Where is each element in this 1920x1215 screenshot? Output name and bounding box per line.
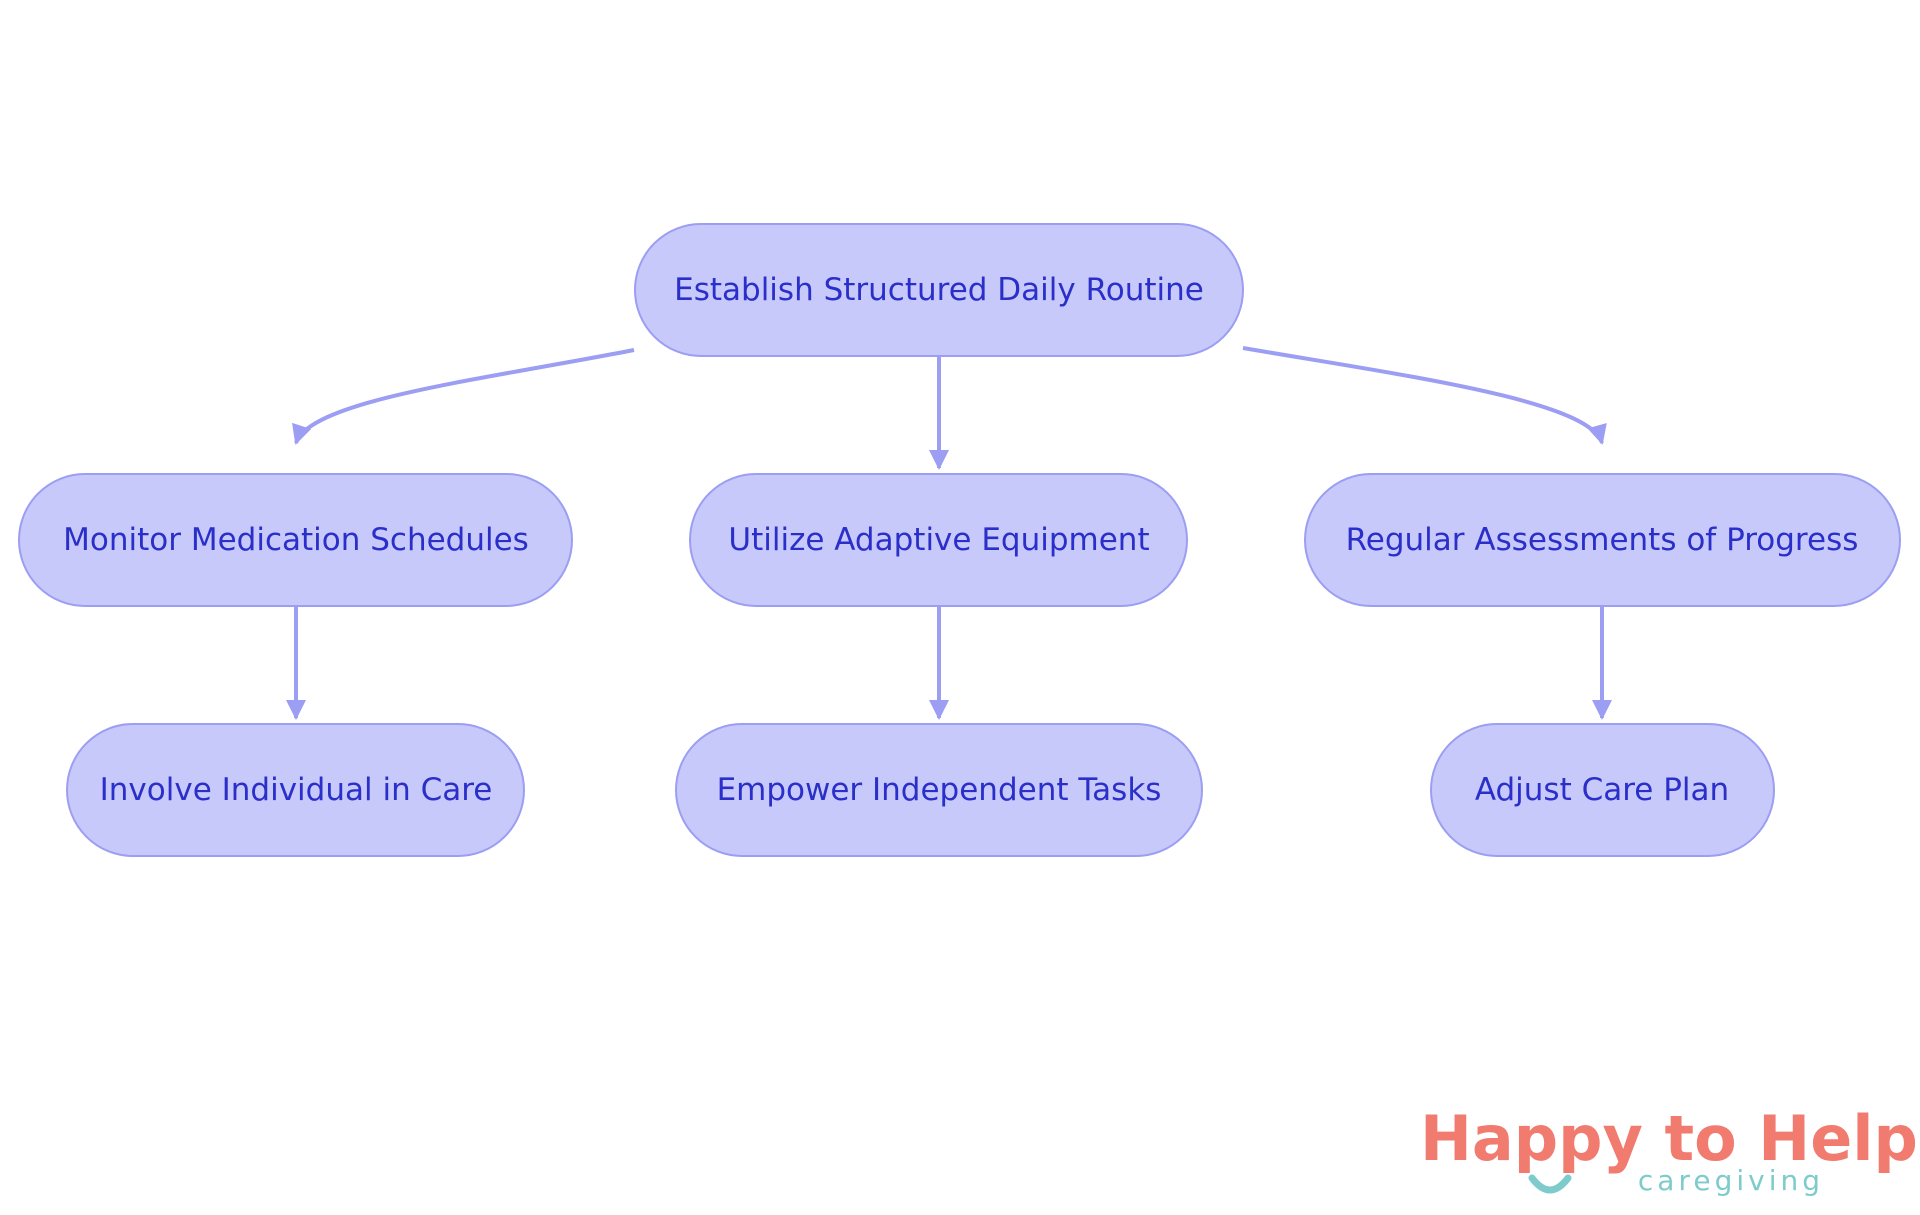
node-label: Regular Assessments of Progress [1346, 522, 1859, 558]
node-label: Monitor Medication Schedules [63, 522, 529, 558]
node-label: Establish Structured Daily Routine [674, 272, 1204, 308]
edge-root-to-assessments [1242, 346, 1607, 445]
node-involve-individual: Involve Individual in Care [66, 723, 525, 857]
node-regular-assessments: Regular Assessments of Progress [1304, 473, 1901, 607]
node-adjust-care-plan: Adjust Care Plan [1430, 723, 1775, 857]
node-shape [66, 723, 525, 857]
node-label: Utilize Adaptive Equipment [728, 522, 1149, 558]
node-shape [1430, 723, 1775, 857]
node-shape [689, 473, 1188, 607]
edges [286, 346, 1612, 720]
logo-tagline: caregiving [1638, 1164, 1824, 1197]
node-shape [18, 473, 573, 607]
happy-to-help-logo: Happy to Help caregiving [1420, 1102, 1918, 1197]
edge-root-to-medication [292, 348, 635, 445]
node-establish-routine: Establish Structured Daily Routine [634, 223, 1244, 357]
node-monitor-medication: Monitor Medication Schedules [18, 473, 573, 607]
node-adaptive-equipment: Utilize Adaptive Equipment [689, 473, 1188, 607]
logo-brand-name: Happy to Help [1420, 1102, 1918, 1175]
node-shape [675, 723, 1203, 857]
node-shape [1304, 473, 1901, 607]
node-empower-tasks: Empower Independent Tasks [675, 723, 1203, 857]
node-shape [634, 223, 1244, 357]
logo-smile-icon [1528, 1174, 1572, 1194]
node-label: Empower Independent Tasks [717, 772, 1162, 808]
node-label: Adjust Care Plan [1475, 772, 1729, 808]
node-label: Involve Individual in Care [100, 772, 493, 808]
